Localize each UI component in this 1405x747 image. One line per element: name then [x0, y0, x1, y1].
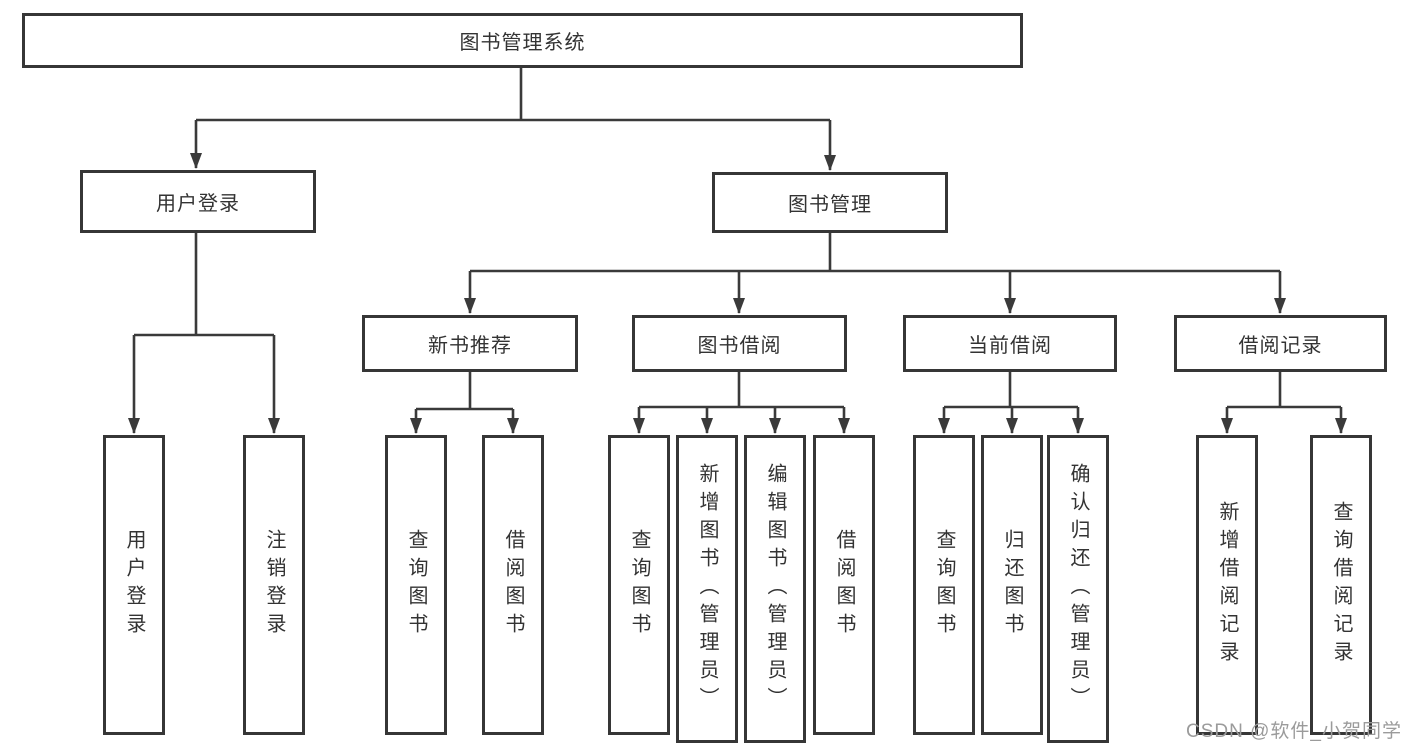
- node-label: 新增图书（管理员）: [696, 463, 718, 715]
- node-label: 查询图书: [405, 529, 427, 641]
- node-user-login: 用户登录: [80, 170, 316, 233]
- edge-book-management-to-level3: [464, 233, 1286, 314]
- csdn-watermark: CSDN @软件_小贺同学: [1186, 721, 1402, 742]
- edge-root-to-level2: [190, 68, 836, 171]
- leaf-logout: 注销登录: [243, 435, 305, 735]
- node-label: 编辑图书（管理员）: [764, 463, 786, 715]
- node-label: 用户登录: [156, 193, 240, 215]
- leaf-return-books: 归还图书: [981, 435, 1043, 735]
- node-label: 确认归还（管理员）: [1067, 463, 1089, 715]
- node-label: 借阅图书: [833, 529, 855, 641]
- node-current-borrowing: 当前借阅: [903, 315, 1117, 372]
- node-book-management: 图书管理: [712, 172, 948, 233]
- node-label: 查询图书: [628, 529, 650, 641]
- node-borrowing-records: 借阅记录: [1174, 315, 1387, 372]
- node-new-book-recommendation: 新书推荐: [362, 315, 578, 372]
- node-label: 借阅记录: [1238, 335, 1323, 357]
- node-label: 图书管理: [788, 194, 872, 216]
- leaf-add-books-admin: 新增图书（管理员）: [676, 435, 738, 743]
- node-label: 图书管理系统: [459, 32, 586, 54]
- node-label: 查询图书: [933, 529, 955, 641]
- node-label: 注销登录: [263, 529, 285, 641]
- node-label: 用户登录: [123, 529, 145, 641]
- node-label: 图书借阅: [697, 335, 782, 357]
- leaf-query-borrow-record: 查询借阅记录: [1310, 435, 1372, 735]
- node-label: 当前借阅: [968, 335, 1052, 357]
- node-book-borrowing: 图书借阅: [632, 315, 847, 372]
- edge-book-borrowing-to-leaves: [633, 372, 850, 434]
- node-library-management-system: 图书管理系统: [22, 13, 1023, 68]
- leaf-user-login: 用户登录: [103, 435, 165, 735]
- leaf-borrowing-borrow-books: 借阅图书: [813, 435, 875, 735]
- node-label: 新增借阅记录: [1216, 501, 1238, 669]
- leaf-confirm-return-admin: 确认归还（管理员）: [1047, 435, 1109, 743]
- leaf-edit-books-admin: 编辑图书（管理员）: [744, 435, 806, 743]
- leaf-recommend-query-books: 查询图书: [385, 435, 447, 735]
- node-label: 归还图书: [1001, 529, 1023, 641]
- node-label: 新书推荐: [428, 335, 512, 357]
- edge-new-book-recommendation-to-leaves: [410, 372, 519, 434]
- leaf-current-query-books: 查询图书: [913, 435, 975, 735]
- leaf-borrowing-query-books: 查询图书: [608, 435, 670, 735]
- node-label: 借阅图书: [502, 529, 524, 641]
- leaf-add-borrow-record: 新增借阅记录: [1196, 435, 1258, 735]
- edge-current-borrowing-to-leaves: [938, 372, 1084, 434]
- edge-user-login-to-leaves: [128, 233, 280, 434]
- leaf-recommend-borrow-books: 借阅图书: [482, 435, 544, 735]
- edge-borrowing-records-to-leaves: [1221, 372, 1347, 434]
- node-label: 查询借阅记录: [1330, 501, 1352, 669]
